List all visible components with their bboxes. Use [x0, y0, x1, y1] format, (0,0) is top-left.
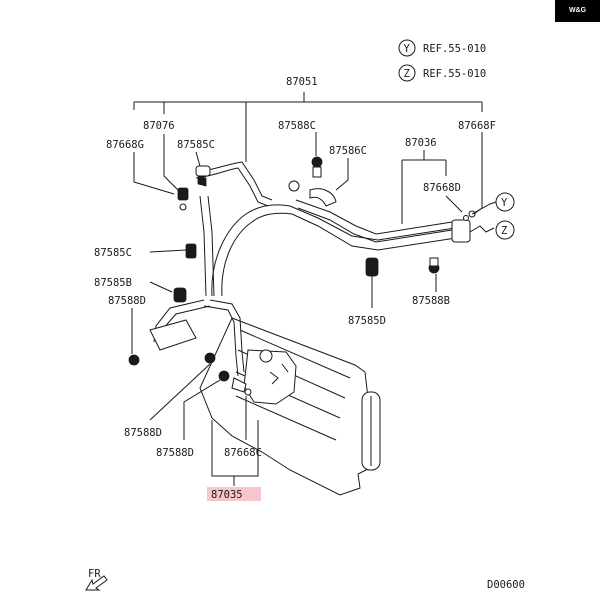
part-labels: 87051 87076 87668G 87585C 87588C 87586C …	[94, 76, 496, 501]
label-87668D: 87668D	[423, 182, 461, 194]
label-87588B: 87588B	[412, 295, 450, 307]
connector-z-letter: Z	[501, 225, 507, 237]
ref-y-letter: Y	[404, 43, 411, 55]
clamp-87585C-left	[185, 243, 197, 259]
compressor-body	[243, 349, 297, 405]
clamp-87585B	[173, 287, 187, 303]
clip-87668G	[177, 187, 189, 201]
reference-legend: Y REF.55-010 Z REF.55-010	[398, 39, 486, 82]
diagram-code: D00600	[487, 579, 525, 591]
bolt-87588D-low	[218, 370, 230, 382]
ref-z-letter: Z	[404, 68, 410, 80]
o-ring-87668C	[244, 388, 252, 396]
o-ring-87668D	[463, 215, 469, 221]
label-87585B: 87585B	[94, 277, 132, 289]
clamp-87586C	[309, 188, 337, 207]
leader-lines	[131, 92, 497, 486]
front-label: FR	[88, 568, 101, 580]
connector-markers: Y Z	[495, 192, 515, 240]
label-87668F: 87668F	[458, 120, 496, 132]
pipe-87051	[211, 204, 471, 297]
part-highlight-87035	[207, 487, 261, 501]
label-87585C-top: 87585C	[177, 139, 215, 151]
label-87588D-mid: 87588D	[124, 427, 162, 439]
bolt-87588D-mid	[204, 352, 216, 364]
ref-z-circle	[398, 64, 416, 82]
clamp-87585C-top	[195, 165, 211, 177]
label-87036: 87036	[405, 137, 437, 149]
fitting-right-end	[451, 219, 471, 243]
label-87588C: 87588C	[278, 120, 316, 132]
bolt-87588C	[311, 156, 323, 168]
label-87588D-low: 87588D	[156, 447, 194, 459]
clamp-87585D	[365, 257, 379, 277]
bolt-87588D-left	[128, 354, 140, 366]
ref-y-text: REF.55-010	[423, 43, 486, 55]
label-87586C: 87586C	[329, 145, 367, 157]
label-87585D: 87585D	[348, 315, 386, 327]
pipe-87035	[203, 299, 245, 377]
brand-logo: W&G	[555, 0, 600, 22]
label-87076: 87076	[143, 120, 175, 132]
front-direction-marker: FR	[85, 568, 108, 591]
ref-z-text: REF.55-010	[423, 68, 486, 80]
connector-y-circle	[495, 192, 515, 212]
front-arrow-icon	[85, 575, 108, 591]
ref-y-circle	[398, 39, 416, 57]
pipe-bracket	[149, 319, 197, 351]
label-87588D-left: 87588D	[108, 295, 146, 307]
connector-z-circle	[495, 220, 515, 240]
label-87035: 87035	[211, 489, 243, 501]
condenser-unit	[199, 317, 381, 496]
label-87051: 87051	[286, 76, 318, 88]
label-87668C: 87668C	[224, 447, 262, 459]
connector-y-letter: Y	[501, 197, 508, 209]
brand-text: W&G	[568, 7, 587, 14]
label-87668G: 87668G	[106, 139, 144, 151]
label-87585C-left: 87585C	[94, 247, 132, 259]
